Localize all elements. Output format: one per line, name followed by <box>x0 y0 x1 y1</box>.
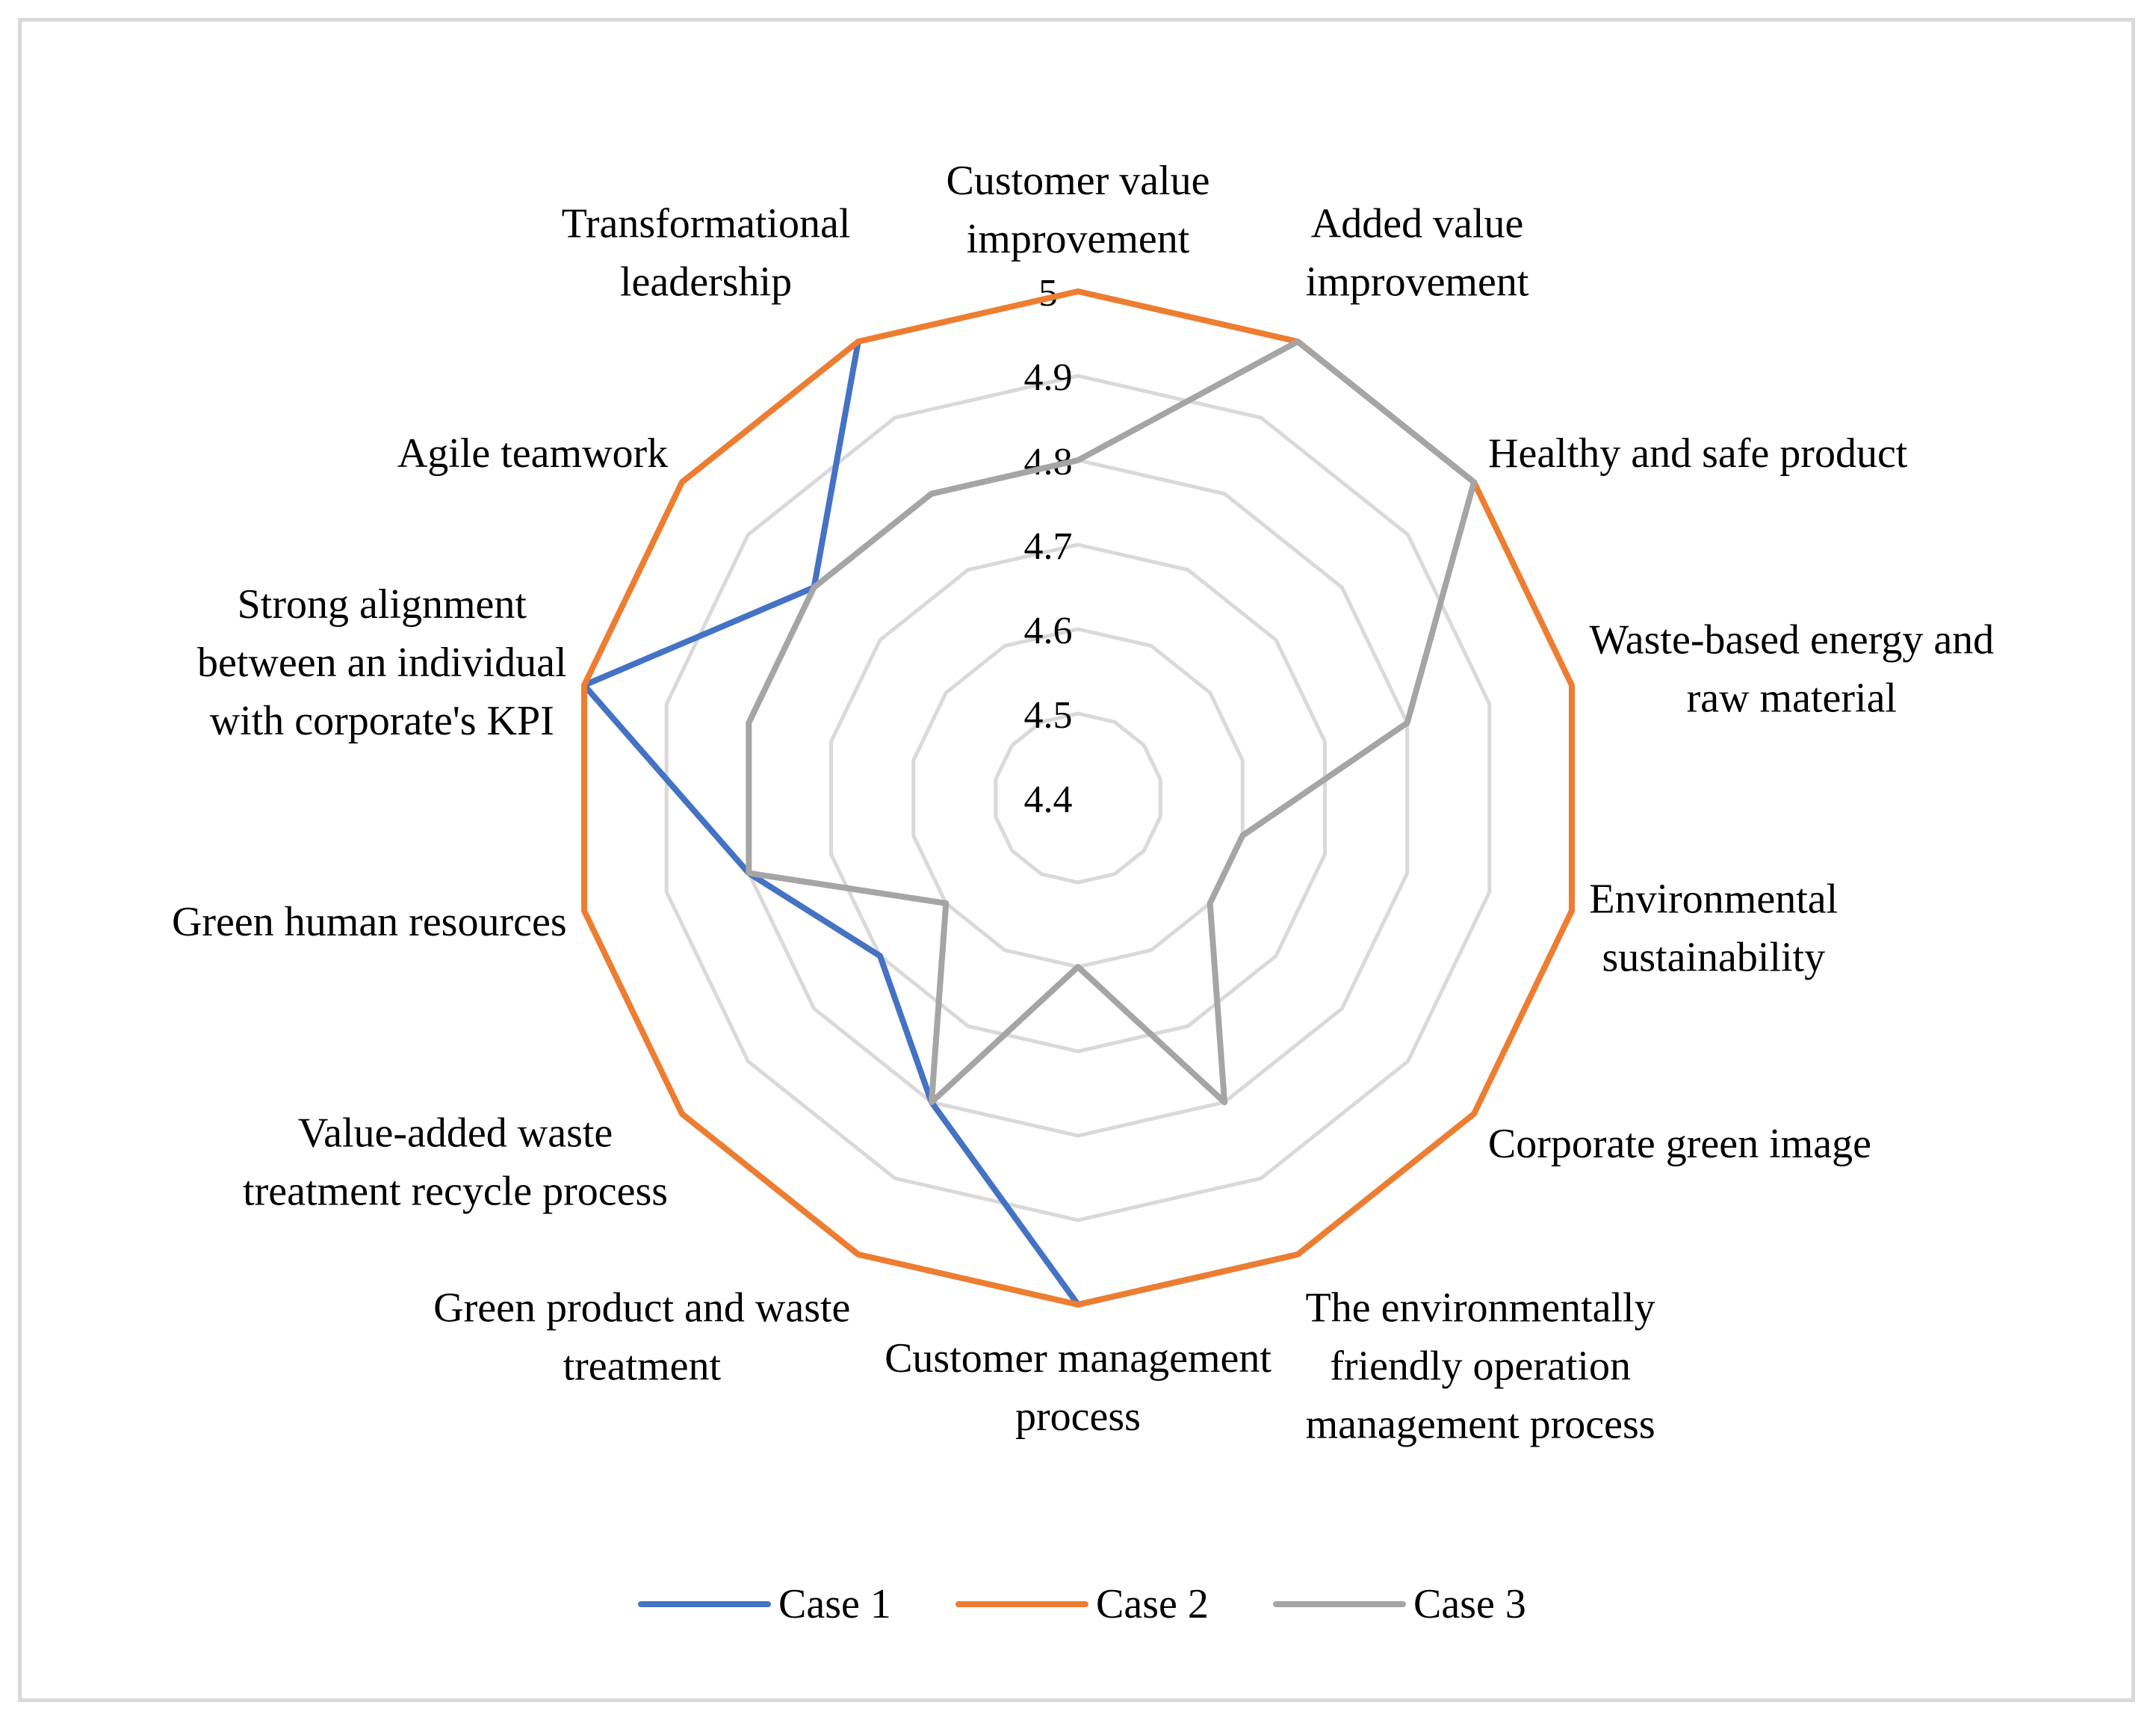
legend-label: Case 3 <box>1413 1581 1526 1627</box>
axis-label: Green human resources <box>172 899 567 945</box>
axis-label: Customer value improvement <box>946 158 1209 262</box>
axis-label: Transformational leadership <box>562 201 851 306</box>
axis-label-line: Agile teamwork <box>397 430 668 477</box>
tick-label: 4.9 <box>1024 356 1073 399</box>
axis-label-line: process <box>1015 1393 1141 1440</box>
series-line-case-1 <box>581 338 1301 1308</box>
axis-label: The environmentally friendly operation man… <box>1306 1285 1655 1448</box>
axis-label-line: Added value <box>1311 201 1524 247</box>
axis-label-line: Customer value <box>946 158 1209 204</box>
legend-item-case-1: Case 1 <box>638 1581 891 1627</box>
axis-label-line: Green product and waste <box>433 1285 850 1331</box>
axis-label-line: Strong alignment <box>238 581 527 628</box>
grid-ring-1 <box>994 711 1162 885</box>
axis-label-line: Customer management <box>885 1335 1271 1382</box>
axis-label-line: management process <box>1306 1402 1655 1448</box>
axis-label: Value-added waste treatment recycle proce… <box>243 1110 668 1214</box>
radar-series <box>581 288 1575 1308</box>
axis-label-line: Environmental <box>1589 876 1838 923</box>
axis-label-line: friendly operation <box>1330 1343 1631 1390</box>
axis-label-line: improvement <box>1306 259 1529 306</box>
tick-label: 4.5 <box>1024 694 1073 737</box>
axis-label-line: treatment recycle process <box>243 1168 668 1214</box>
axis-label-line: Green human resources <box>172 899 567 945</box>
tick-label: 5 <box>1038 272 1058 315</box>
series-line-case-3 <box>746 338 1478 1106</box>
axis-label-line: Corporate green image <box>1488 1121 1871 1167</box>
radar-axis-labels: Customer value improvement Added value impr… <box>172 158 1994 1448</box>
axis-label: Healthy and safe product <box>1488 430 1908 477</box>
grid-ring-2 <box>911 627 1245 969</box>
axis-label-line: treatment <box>563 1343 722 1390</box>
series-line-case-2 <box>581 288 1575 1308</box>
axis-label-line: Waste-based energy and <box>1589 616 1994 663</box>
axis-label: Customer management process <box>885 1335 1271 1440</box>
axis-label-line: The environmentally <box>1306 1285 1655 1331</box>
axis-label: Corporate green image <box>1488 1121 1871 1167</box>
axis-label: Green product and waste treatment <box>433 1285 850 1390</box>
legend-item-case-3: Case 3 <box>1273 1581 1526 1627</box>
axis-label: Strong alignment between an individual wit… <box>197 581 567 744</box>
axis-label: Added value improvement <box>1306 201 1529 306</box>
axis-label-line: Value-added waste <box>298 1110 613 1156</box>
chart-frame <box>18 18 2135 1702</box>
axis-label-line: raw material <box>1687 675 1897 721</box>
axis-label-line: improvement <box>967 216 1190 262</box>
axis-label-line: leadership <box>620 259 792 306</box>
axis-label-line: with corporate's KPI <box>210 698 554 744</box>
axis-label-line: between an individual <box>197 640 567 686</box>
axis-label-line: sustainability <box>1602 935 1825 981</box>
tick-label: 4.6 <box>1024 610 1073 652</box>
grid-ring-5 <box>664 374 1492 1222</box>
tick-label: 4.4 <box>1024 779 1073 821</box>
axis-label: Waste-based energy and raw material <box>1589 616 1994 721</box>
legend-label: Case 1 <box>778 1581 891 1627</box>
radar-tick-labels: 4.44.54.64.74.84.95 <box>1024 272 1073 821</box>
legend-label: Case 2 <box>1096 1581 1209 1627</box>
legend-item-case-2: Case 2 <box>955 1581 1209 1627</box>
grid-ring-3 <box>829 542 1327 1054</box>
tick-label: 4.7 <box>1024 525 1073 568</box>
axis-label: Agile teamwork <box>397 430 668 477</box>
axis-label-line: Transformational <box>562 201 851 247</box>
legend: Case 1 Case 2 Case 3 <box>638 1581 1526 1627</box>
axis-label-line: Healthy and safe product <box>1488 430 1908 477</box>
axis-label: Environmental sustainability <box>1589 876 1838 981</box>
